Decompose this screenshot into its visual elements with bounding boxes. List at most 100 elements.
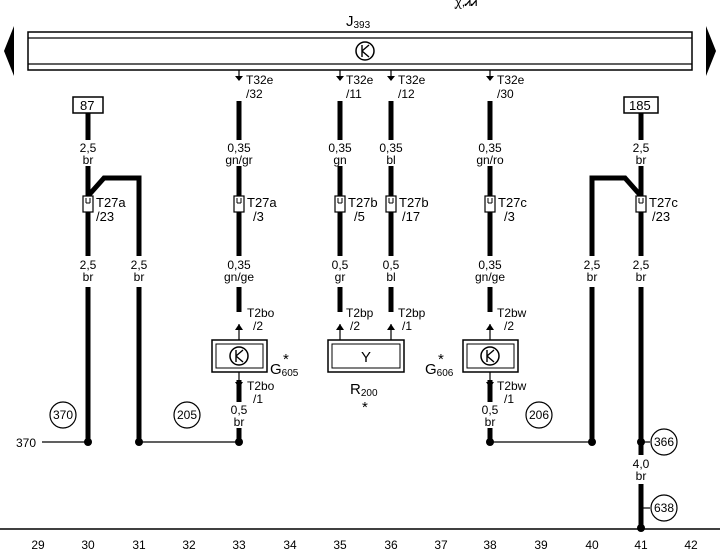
- partial-top-text: ꭕ,ᏗᏗ: [454, 0, 478, 9]
- line-370-label: 370: [16, 436, 36, 450]
- svg-text:0,35: 0,35: [478, 258, 502, 272]
- svg-text:T32e: T32e: [246, 73, 274, 87]
- svg-text:/1: /1: [504, 392, 514, 406]
- svg-text:br: br: [636, 469, 647, 483]
- svg-text:31: 31: [132, 538, 146, 552]
- svg-text:/1: /1: [253, 392, 263, 406]
- svg-text:0,35: 0,35: [478, 141, 502, 155]
- svg-text:370: 370: [53, 408, 73, 422]
- svg-text:T2bo: T2bo: [247, 379, 275, 393]
- ref-366: 366: [650, 428, 678, 456]
- svg-text:T27c: T27c: [498, 195, 527, 210]
- plug-labels: T2bo /2 T2bp /2 T2bp /1 T2bw /2 T2bo /1 …: [247, 306, 527, 406]
- svg-text:205: 205: [177, 408, 197, 422]
- svg-text:G605: G605: [270, 361, 299, 379]
- svg-text:185: 185: [629, 98, 651, 113]
- svg-text:/1: /1: [402, 319, 412, 333]
- svg-text:366: 366: [654, 435, 674, 449]
- svg-text:/23: /23: [96, 209, 114, 224]
- svg-text:T27a: T27a: [96, 195, 126, 210]
- wires: [85, 101, 644, 528]
- svg-text:gr: gr: [335, 270, 346, 284]
- svg-text:gn/ge: gn/ge: [224, 270, 254, 284]
- svg-text:/11: /11: [346, 87, 362, 101]
- svg-text:T2bo: T2bo: [247, 306, 275, 320]
- pin-t32e-12: T32e /12: [387, 70, 426, 101]
- svg-text:0,35: 0,35: [379, 141, 403, 155]
- svg-text:87: 87: [80, 98, 94, 113]
- svg-text:T2bw: T2bw: [497, 379, 527, 393]
- wire-labels: 2,5 br 0,35 gn/gr 0,35 gn 0,35 bl 0,35 g…: [80, 141, 650, 483]
- svg-text:R200: R200: [350, 381, 378, 399]
- svg-text:2,5: 2,5: [584, 258, 601, 272]
- svg-text:36: 36: [384, 538, 398, 552]
- fuse-87: 87: [72, 96, 104, 114]
- svg-text:0,5: 0,5: [383, 258, 400, 272]
- svg-text:30: 30: [81, 538, 95, 552]
- svg-text:br: br: [83, 270, 94, 284]
- bottom-scale: 29 30 31 32 33 34 35 36 37 38 39 40 41 4…: [31, 538, 698, 552]
- svg-text:/3: /3: [253, 209, 264, 224]
- svg-text:/5: /5: [354, 209, 365, 224]
- svg-text:br: br: [636, 153, 647, 167]
- component-g605: G605 *: [211, 339, 299, 379]
- svg-text:2,5: 2,5: [80, 258, 97, 272]
- junction-dots: [84, 438, 645, 532]
- fuse-185: 185: [623, 96, 659, 114]
- svg-text:2,5: 2,5: [633, 258, 650, 272]
- module-pins: T32e /32 T32e /11 T32e /12 T32e /30: [235, 70, 525, 101]
- svg-text:/23: /23: [652, 209, 670, 224]
- svg-text:/2: /2: [253, 319, 263, 333]
- svg-text:35: 35: [333, 538, 347, 552]
- pin-t32e-32: T32e /32: [235, 70, 274, 101]
- svg-text:0,5: 0,5: [231, 403, 248, 417]
- svg-text:*: *: [438, 351, 444, 368]
- component-r200: Y R200 *: [327, 339, 405, 416]
- svg-text:2,5: 2,5: [633, 141, 650, 155]
- svg-text:34: 34: [283, 538, 297, 552]
- svg-text:*: *: [362, 399, 368, 416]
- svg-text:T27a: T27a: [247, 195, 277, 210]
- svg-text:G606: G606: [425, 361, 454, 379]
- pin-t32e-11: T32e /11: [336, 70, 374, 101]
- svg-text:2,5: 2,5: [131, 258, 148, 272]
- ref-206: 206: [525, 401, 553, 429]
- svg-text:gn/gr: gn/gr: [225, 153, 252, 167]
- svg-text:Y: Y: [361, 349, 371, 366]
- svg-text:39: 39: [534, 538, 548, 552]
- svg-text:2,5: 2,5: [80, 141, 97, 155]
- svg-text:T27c: T27c: [649, 195, 678, 210]
- svg-text:206: 206: [529, 408, 549, 422]
- svg-text:bl: bl: [386, 270, 395, 284]
- module-label: J393: [346, 13, 371, 31]
- continue-right-arrow: [706, 26, 716, 76]
- reference-circles: 370 205 206 366 638 370: [16, 401, 678, 522]
- svg-text:0,5: 0,5: [482, 403, 499, 417]
- continue-left-arrow: [4, 26, 14, 76]
- svg-text:gn: gn: [333, 153, 346, 167]
- clock-icon: [480, 346, 500, 366]
- svg-text:33: 33: [232, 538, 246, 552]
- svg-text:/2: /2: [504, 319, 514, 333]
- svg-text:*: *: [283, 351, 289, 368]
- svg-text:/2: /2: [350, 319, 360, 333]
- ref-370: 370: [49, 401, 77, 429]
- svg-text:br: br: [134, 270, 145, 284]
- svg-text:br: br: [587, 270, 598, 284]
- svg-text:/32: /32: [246, 87, 263, 101]
- svg-text:0,35: 0,35: [328, 141, 352, 155]
- svg-text:T2bp: T2bp: [346, 306, 374, 320]
- ref-205: 205: [173, 401, 201, 429]
- clock-icon: [229, 346, 249, 366]
- component-g606: G606 *: [425, 339, 519, 379]
- svg-text:/3: /3: [504, 209, 515, 224]
- t27-connector-symbols: [82, 195, 647, 213]
- thin-lines: [0, 441, 720, 530]
- svg-text:/17: /17: [402, 209, 420, 224]
- svg-text:gn/ro: gn/ro: [476, 153, 504, 167]
- svg-text:T2bp: T2bp: [398, 306, 426, 320]
- svg-text:T27b: T27b: [348, 195, 378, 210]
- svg-text:T27b: T27b: [399, 195, 429, 210]
- svg-text:638: 638: [654, 501, 674, 515]
